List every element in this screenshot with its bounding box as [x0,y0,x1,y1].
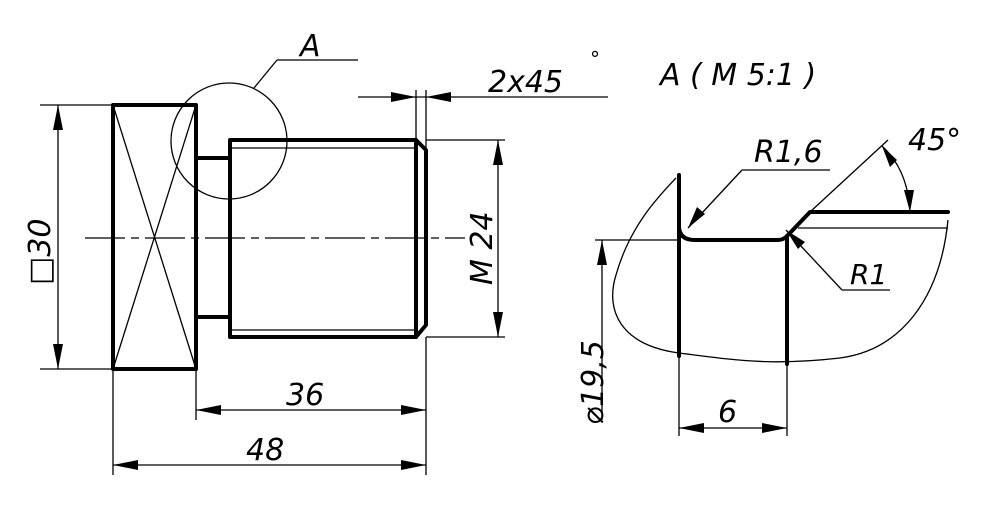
detail-view: A ( M 5:1 ) ⌀19,5 6 R1,6 R1 [576,58,961,436]
r1-text: R1 [850,258,887,291]
detail-callout-label: A [298,29,321,64]
main-view: A [85,29,465,371]
square-head [111,103,198,371]
r16-text: R1,6 [754,135,823,170]
detail-leader [253,59,278,89]
dimensions-main: □30 M 24 36 48 2x45 ° [23,47,608,475]
flat-cross-2 [112,104,197,370]
angle-extension [809,139,889,213]
angle-text: 45° [908,123,961,158]
length-36-text: 36 [286,378,324,413]
diameter-text: ⌀19,5 [576,340,611,425]
chamfer-degree-mark: ° [590,47,600,71]
square-dim-text: □30 [23,218,58,285]
length-48-text: 48 [246,433,284,468]
chamfer-text: 2x45 [488,65,563,100]
thread-dim-text: M 24 [465,211,500,285]
detail-circle [170,82,288,200]
breakout-outline [612,177,949,363]
detail-title: A ( M 5:1 ) [658,58,816,93]
detail-profile [677,173,950,242]
groove-width-text: 6 [718,395,737,430]
